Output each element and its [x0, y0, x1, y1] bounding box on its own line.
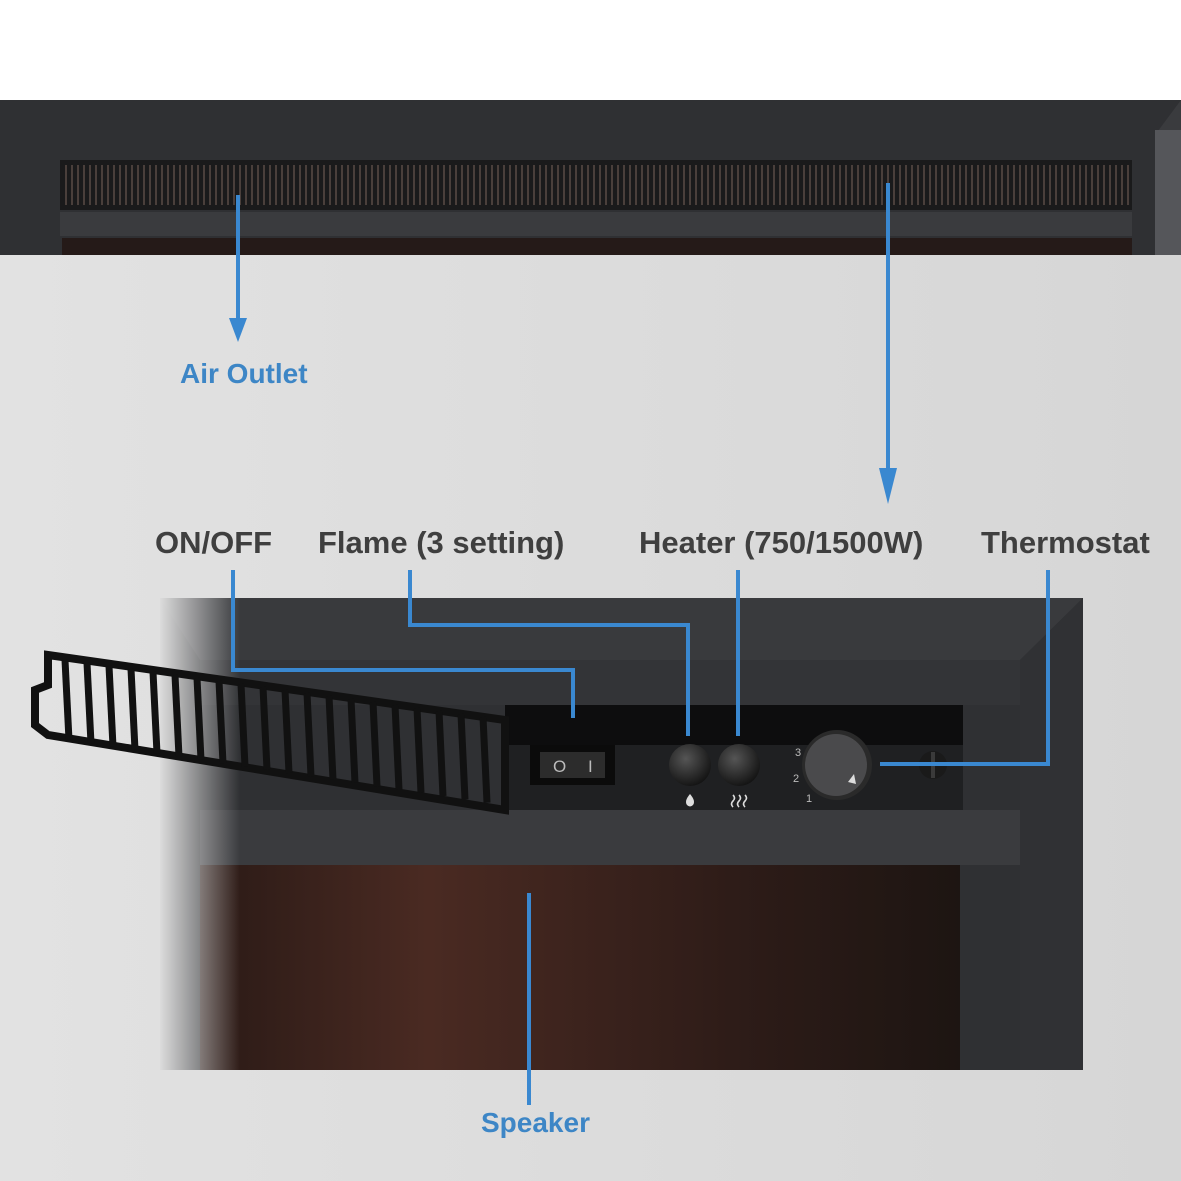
dial-pointer-icon: [848, 774, 856, 784]
power-switch[interactable]: O I: [530, 745, 615, 785]
on-off-leader: [231, 570, 575, 718]
label-speaker: Speaker: [481, 1107, 590, 1138]
firebox-window: [200, 865, 960, 1070]
dial-mark-2: 2: [793, 773, 799, 785]
heater-button[interactable]: [718, 744, 760, 786]
top-fireplace-photo: [0, 100, 1181, 255]
heat-waves-icon: [730, 794, 748, 808]
arrow-down-icon: [229, 318, 247, 342]
switch-off-symbol: O: [553, 757, 566, 776]
dial-mark-3: 3: [795, 747, 801, 759]
removable-grille: [31, 650, 509, 815]
label-thermostat: Thermostat: [981, 525, 1150, 560]
flame-button[interactable]: [669, 744, 711, 786]
arrow-down-icon: [879, 468, 897, 504]
flame-leader: [408, 570, 690, 736]
thermostat-leader: [880, 570, 1050, 766]
air-outlet-grille: [65, 165, 1129, 205]
label-flame: Flame (3 setting): [318, 525, 564, 560]
switch-on-symbol: I: [588, 757, 593, 776]
dial-mark-1: 1: [806, 793, 812, 805]
bottom-fireplace-photo: O I 1 2 3: [31, 598, 1083, 1070]
flame-icon: [686, 794, 694, 807]
label-heater: Heater (750/1500W): [639, 525, 923, 560]
label-air-outlet: Air Outlet: [180, 358, 308, 389]
label-on-off: ON/OFF: [155, 525, 272, 560]
callout-lines: [229, 183, 1050, 1105]
